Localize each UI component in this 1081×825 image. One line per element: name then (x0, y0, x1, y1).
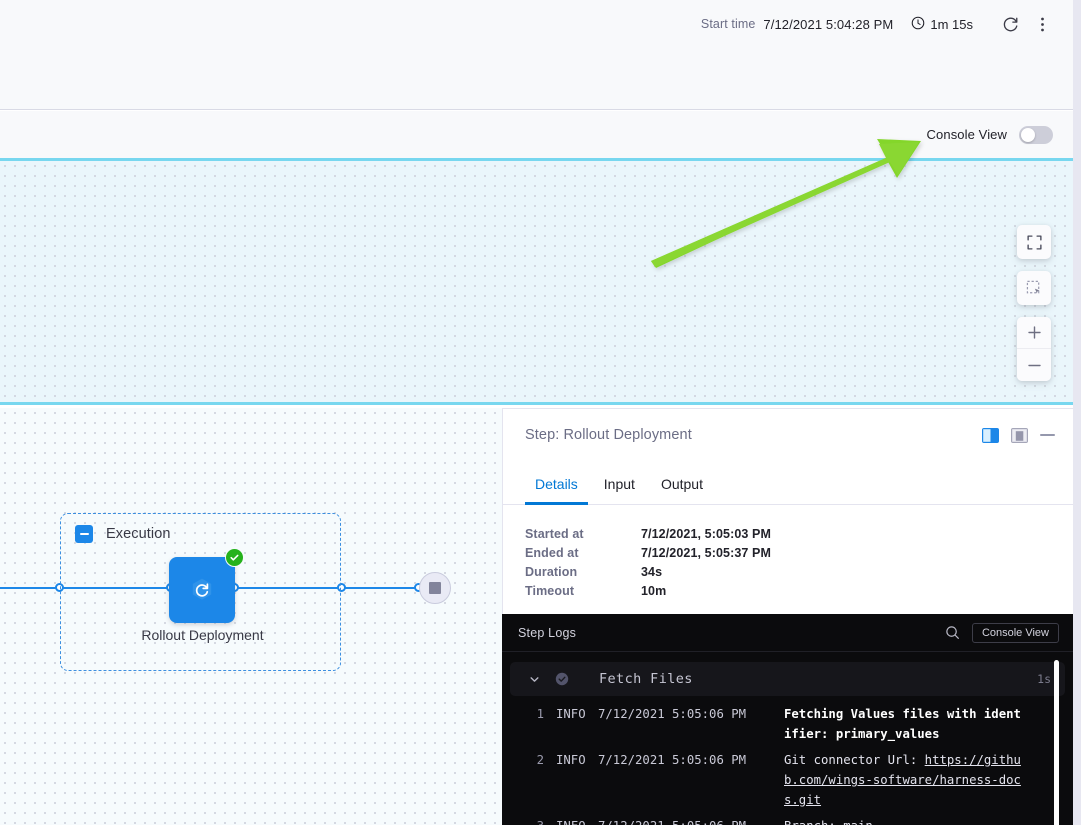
right-edge-gutter (1073, 0, 1081, 825)
step-logs-title: Step Logs (518, 626, 945, 640)
log-message-text: Git connector Url: (784, 753, 925, 767)
panel-view-icon[interactable] (1011, 428, 1028, 443)
detail-value: 7/12/2021, 5:05:37 PM (641, 546, 771, 560)
log-row: 2 INFO 7/12/2021 5:05:06 PM Git connecto… (522, 750, 1065, 810)
step-logs-panel: Step Logs Console View (502, 614, 1073, 825)
canvas-zoom-controls (1017, 225, 1051, 381)
select-region-button[interactable] (1017, 271, 1051, 305)
log-rows: 1 INFO 7/12/2021 5:05:06 PM Fetching Val… (510, 700, 1065, 825)
logs-scrollbar[interactable] (1054, 660, 1059, 825)
start-time-value: 7/12/2021 5:04:28 PM (763, 17, 893, 32)
log-message: Git connector Url: https://github.com/wi… (784, 750, 1021, 810)
log-timestamp: 7/12/2021 5:05:06 PM (598, 750, 784, 810)
log-timestamp: 7/12/2021 5:05:06 PM (598, 704, 784, 744)
console-view-label: Console View (927, 127, 1007, 142)
log-line-number: 3 (522, 816, 544, 825)
duration-value: 1m 15s (930, 17, 973, 32)
detail-row-duration: Duration 34s (525, 565, 1051, 579)
split-view-icon[interactable] (982, 428, 999, 443)
log-section-status-icon (555, 672, 569, 686)
execution-group-header: Execution (75, 525, 171, 543)
execution-meta: Start time 7/12/2021 5:04:28 PM 1m 15s (701, 8, 1057, 40)
log-section-duration: 1s (1037, 672, 1051, 686)
end-node-stop[interactable] (419, 572, 451, 604)
detail-row-timeout: Timeout 10m (525, 584, 1051, 598)
log-section-name: Fetch Files (599, 671, 1037, 687)
search-icon[interactable] (945, 625, 960, 640)
log-message: Fetching Values files with identifier: p… (784, 704, 1021, 744)
step-panel-header: Step: Rollout Deployment (503, 409, 1073, 461)
connector-line-left (0, 587, 62, 589)
detail-value: 10m (641, 584, 666, 598)
logs-console-view-button[interactable]: Console View (972, 623, 1059, 643)
console-view-toggle[interactable] (1019, 126, 1053, 144)
zoom-in-button[interactable] (1017, 317, 1051, 349)
zoom-out-button[interactable] (1017, 349, 1051, 381)
log-level: INFO (544, 704, 598, 744)
console-view-bar: Console View (0, 111, 1073, 158)
step-panel-controls (982, 428, 1055, 443)
header-action-icons (995, 9, 1057, 39)
tab-output[interactable]: Output (651, 476, 713, 505)
log-row: 1 INFO 7/12/2021 5:05:06 PM Fetching Val… (522, 704, 1065, 744)
chevron-down-icon[interactable] (528, 673, 541, 686)
toggle-knob (1021, 128, 1035, 142)
execution-duration: 1m 15s (911, 16, 973, 33)
log-line-number: 2 (522, 750, 544, 810)
detail-key: Started at (525, 527, 641, 541)
start-time-label: Start time (701, 17, 756, 31)
step-logs-body: Fetch Files 1s 1 INFO 7/12/2021 5:05:06 … (502, 652, 1073, 825)
step-logs-header: Step Logs Console View (502, 614, 1073, 652)
refresh-icon[interactable] (995, 9, 1025, 39)
step-panel-tabs: Details Input Output (503, 461, 1073, 505)
detail-value: 34s (641, 565, 662, 579)
tab-details[interactable]: Details (525, 476, 588, 505)
rollout-deployment-icon (187, 575, 217, 605)
minimize-icon[interactable] (1040, 434, 1055, 437)
more-vertical-icon[interactable] (1027, 9, 1057, 39)
detail-row-ended-at: Ended at 7/12/2021, 5:05:37 PM (525, 546, 1051, 560)
step-panel-title: Step: Rollout Deployment (525, 427, 982, 443)
detail-key: Duration (525, 565, 641, 579)
step-detail-panel: Step: Rollout Deployment Details Input O… (502, 408, 1073, 614)
log-message: Branch: main (784, 816, 1021, 825)
log-line-number: 1 (522, 704, 544, 744)
execution-group-label: Execution (106, 526, 171, 542)
log-section-fetch-files[interactable]: Fetch Files 1s (510, 662, 1065, 696)
fit-to-screen-button[interactable] (1017, 225, 1051, 259)
collapse-icon[interactable] (75, 525, 93, 543)
log-level: INFO (544, 750, 598, 810)
clock-icon (911, 16, 925, 33)
detail-value: 7/12/2021, 5:05:03 PM (641, 527, 771, 541)
log-level: INFO (544, 816, 598, 825)
step-node-rollout-deployment[interactable] (169, 557, 235, 623)
log-timestamp: 7/12/2021 5:05:06 PM (598, 816, 784, 825)
detail-key: Ended at (525, 546, 641, 560)
detail-key: Timeout (525, 584, 641, 598)
step-node-label: Rollout Deployment (130, 624, 275, 646)
detail-row-started-at: Started at 7/12/2021, 5:05:03 PM (525, 527, 1051, 541)
tab-input[interactable]: Input (594, 476, 645, 505)
pipeline-canvas-upper[interactable] (0, 158, 1073, 405)
execution-header-band: Start time 7/12/2021 5:04:28 PM 1m 15s (0, 0, 1073, 110)
zoom-in-out-group (1017, 317, 1051, 381)
log-row: 3 INFO 7/12/2021 5:05:06 PM Branch: main (522, 816, 1065, 825)
step-details-body: Started at 7/12/2021, 5:05:03 PM Ended a… (503, 507, 1073, 614)
connector-line-right (341, 587, 421, 589)
status-badge-success (225, 548, 244, 567)
